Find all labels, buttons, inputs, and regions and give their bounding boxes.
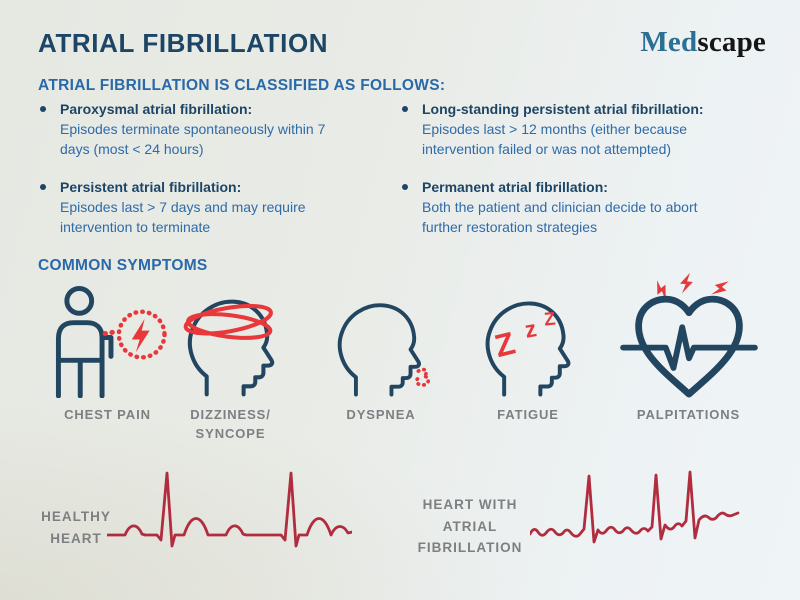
- healthy-ecg-trace: [107, 471, 352, 548]
- classification-heading: ATRIAL FIBRILLATION IS CLASSIFIED AS FOL…: [38, 77, 446, 94]
- symptom-label: PALPITATIONS: [636, 407, 741, 422]
- palpitations-icon: [619, 272, 759, 398]
- classification-list-left: Paroxysmal atrial fibrillation: Episodes…: [38, 99, 350, 255]
- classification-term: Paroxysmal atrial fibrillation:: [60, 101, 253, 117]
- classification-term: Permanent atrial fibrillation:: [422, 179, 608, 195]
- fatigue-icon: Z z Z: [473, 272, 583, 398]
- chest-pain-icon: [49, 272, 167, 398]
- dyspnea-icon: [327, 272, 436, 398]
- classification-item: Persistent atrial fibrillation: Episodes…: [38, 177, 350, 237]
- classification-description: Episodes last > 12 months (either becaus…: [422, 121, 687, 157]
- symptom-label: CHEST PAIN: [64, 407, 151, 422]
- classification-item: Long-standing persistent atrial fibrilla…: [400, 99, 732, 159]
- afib-ecg-trace: [530, 470, 740, 544]
- classification-description: Episodes last > 7 days and may require i…: [60, 199, 306, 235]
- logo-scape-text: scape: [697, 26, 766, 58]
- symptom-fatigue: Z z Z FATIGUE: [460, 272, 596, 424]
- classification-list-right: Long-standing persistent atrial fibrilla…: [400, 99, 732, 255]
- healthy-heart-label: HEALTHY HEART: [41, 509, 111, 546]
- classification-term: Long-standing persistent atrial fibrilla…: [422, 101, 704, 117]
- symptom-label: DIZZINESS/ SYNCOPE: [190, 407, 271, 441]
- symptom-label: DYSPNEA: [346, 407, 416, 422]
- svg-text:Z: Z: [543, 307, 556, 329]
- symptom-dizziness: DIZZINESS/ SYNCOPE: [168, 272, 293, 443]
- classification-term: Persistent atrial fibrillation:: [60, 179, 242, 195]
- logo-med-text: Med: [640, 26, 698, 58]
- svg-text:Z: Z: [491, 325, 519, 365]
- medscape-logo: Medscape: [640, 26, 766, 59]
- page-title: ATRIAL FIBRILLATION: [38, 28, 329, 58]
- symptom-chest-pain: CHEST PAIN: [35, 272, 180, 424]
- classification-item: Permanent atrial fibrillation: Both the …: [400, 177, 732, 237]
- symptom-dyspnea: DYSPNEA: [316, 272, 446, 424]
- symptom-label: FATIGUE: [497, 407, 559, 422]
- classification-description: Both the patient and clinician decide to…: [422, 199, 698, 235]
- classification-description: Episodes terminate spontaneously within …: [60, 121, 326, 157]
- dizziness-icon: [175, 272, 287, 398]
- symptoms-heading: COMMON SYMPTOMS: [38, 257, 208, 274]
- classification-item: Paroxysmal atrial fibrillation: Episodes…: [38, 99, 350, 159]
- svg-text:z: z: [523, 315, 539, 343]
- symptom-palpitations: PALPITATIONS: [606, 272, 771, 424]
- afib-heart-label: HEART WITH ATRIAL FIBRILLATION: [417, 497, 523, 555]
